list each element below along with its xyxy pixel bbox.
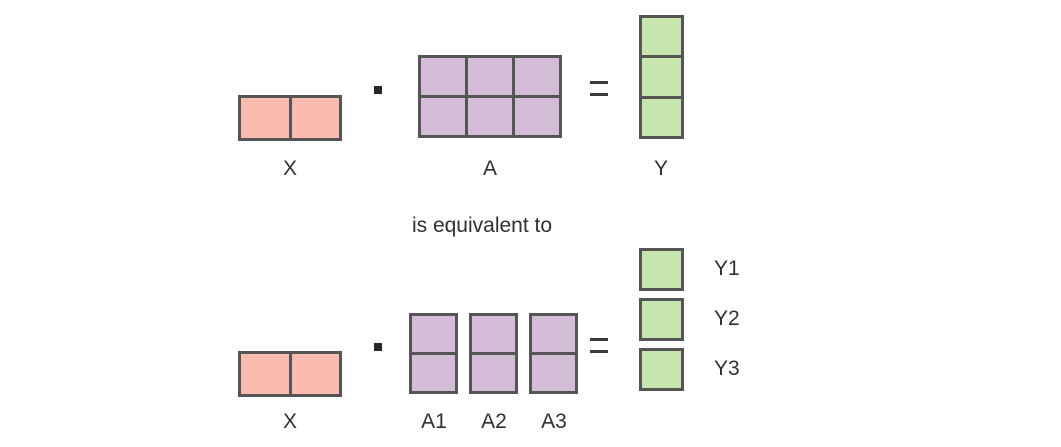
matrix-row: [421, 58, 559, 95]
matrix-row: [472, 355, 515, 391]
bottom-block-y3: [639, 348, 684, 391]
top-matrix-y-label: Y: [653, 157, 669, 180]
matrix-row: [412, 316, 455, 352]
top-matrix-y: [639, 15, 684, 139]
bottom-block-y2: [639, 298, 684, 341]
matrix-cell: [468, 58, 512, 95]
matrix-cell: [472, 316, 515, 352]
bottom-block-y1-label: Y1: [714, 257, 740, 280]
matrix-cell: [468, 98, 512, 135]
equivalence-text: is equivalent to: [411, 214, 553, 237]
equals-bar: [590, 350, 608, 353]
equals-bar: [590, 93, 608, 96]
matrix-cell: [291, 98, 339, 138]
top-matrix-x-label: X: [282, 157, 298, 180]
matrix-row: [241, 98, 339, 138]
equals-sign-icon: [590, 338, 608, 353]
bottom-matrix-a1: [409, 313, 458, 394]
matrix-cell: [515, 58, 559, 95]
equals-bar: [590, 81, 608, 84]
multiply-dot-icon: [374, 86, 382, 94]
bottom-matrix-a2: [469, 313, 518, 394]
top-matrix-x: [238, 95, 342, 141]
bottom-matrix-a2-label: A2: [481, 410, 507, 433]
bottom-block-y3-label: Y3: [714, 357, 740, 380]
bottom-block-y1: [639, 248, 684, 291]
matrix-cell: [421, 58, 465, 95]
matrix-cell: [532, 355, 575, 391]
matrix-cell: [412, 355, 455, 391]
matrix-cell: [241, 354, 289, 394]
bottom-matrix-x-label: X: [282, 410, 298, 433]
matrix-cell: [412, 316, 455, 352]
matrix-cell: [241, 98, 289, 138]
matrix-row: [412, 355, 455, 391]
bottom-matrix-a3: [529, 313, 578, 394]
matrix-row: [642, 18, 681, 56]
matrix-cell: [472, 355, 515, 391]
top-matrix-a: [418, 55, 562, 138]
matrix-cell: [642, 58, 681, 96]
matrix-row: [532, 355, 575, 391]
matrix-cell: [421, 98, 465, 135]
matrix-cell: [642, 98, 681, 136]
bottom-matrix-a1-label: A1: [421, 410, 447, 433]
matrix-cell: [642, 18, 681, 56]
equals-sign-icon: [590, 81, 608, 96]
top-matrix-a-label: A: [482, 157, 498, 180]
multiply-dot-icon: [374, 343, 382, 351]
bottom-block-y2-label: Y2: [714, 307, 740, 330]
matrix-row: [421, 98, 559, 135]
bottom-matrix-a3-label: A3: [541, 410, 567, 433]
matrix-cell: [291, 354, 339, 394]
matrix-cell: [515, 98, 559, 135]
matrix-row: [532, 316, 575, 352]
matrix-row: [642, 98, 681, 136]
equals-bar: [590, 338, 608, 341]
bottom-matrix-x: [238, 351, 342, 397]
matrix-row: [642, 58, 681, 96]
matrix-cell: [532, 316, 575, 352]
matrix-row: [472, 316, 515, 352]
matrix-row: [241, 354, 339, 394]
